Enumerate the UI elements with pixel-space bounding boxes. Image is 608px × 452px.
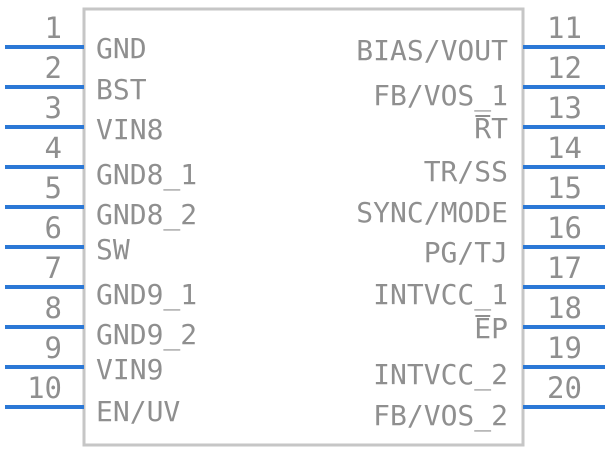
pin-18-label: EP — [474, 312, 508, 345]
pin-9-number: 9 — [45, 331, 62, 365]
pin-2-number: 2 — [45, 51, 62, 85]
pin-6-number: 6 — [45, 211, 62, 245]
ic-body — [82, 7, 525, 447]
pin-3-number: 3 — [45, 91, 62, 125]
pin-4-number: 4 — [45, 131, 62, 165]
pin-15-label: SYNC/MODE — [356, 196, 508, 229]
pin-7-label: GND9_1 — [96, 278, 197, 312]
pin-17-number: 17 — [547, 251, 582, 285]
pin-18-number: 18 — [547, 291, 582, 325]
pin-15-number: 15 — [547, 171, 582, 205]
pin-8-number: 8 — [45, 291, 62, 325]
pin-19-label: INTVCC_2 — [373, 358, 508, 392]
pin-11-number: 11 — [547, 11, 582, 45]
pin-6-label: SW — [96, 233, 130, 266]
pin-19-number: 19 — [547, 331, 582, 365]
pin-16-label: PG/TJ — [424, 236, 508, 269]
pin-2-label: BST — [96, 73, 147, 106]
pin-5-number: 5 — [45, 171, 62, 205]
pin-1-number: 1 — [45, 11, 62, 45]
pin-12-label: FB/VOS_1 — [373, 79, 508, 113]
pin-1-label: GND — [96, 32, 147, 65]
pin-4-label: GND8_1 — [96, 158, 197, 192]
pin-14-number: 14 — [547, 131, 582, 165]
pin-13-label: RT — [474, 112, 508, 145]
pin-10-number: 10 — [27, 371, 62, 405]
pin-3-label: VIN8 — [96, 113, 163, 146]
pin-5-label: GND8_2 — [96, 198, 197, 232]
pin-9-label: VIN9 — [96, 353, 163, 386]
pin-7-number: 7 — [45, 251, 62, 285]
pin-20-label: FB/VOS_2 — [373, 399, 508, 433]
pin-17-label: INTVCC_1 — [373, 278, 508, 312]
pin-13-number: 13 — [547, 91, 582, 125]
pin-16-number: 16 — [547, 211, 582, 245]
pin-14-label: TR/SS — [424, 155, 508, 188]
pin-10-label: EN/UV — [96, 395, 180, 428]
pin-12-number: 12 — [547, 51, 582, 85]
pin-20-number: 20 — [547, 371, 582, 405]
pin-8-label: GND9_2 — [96, 318, 197, 352]
pin-11-label: BIAS/VOUT — [356, 34, 508, 67]
